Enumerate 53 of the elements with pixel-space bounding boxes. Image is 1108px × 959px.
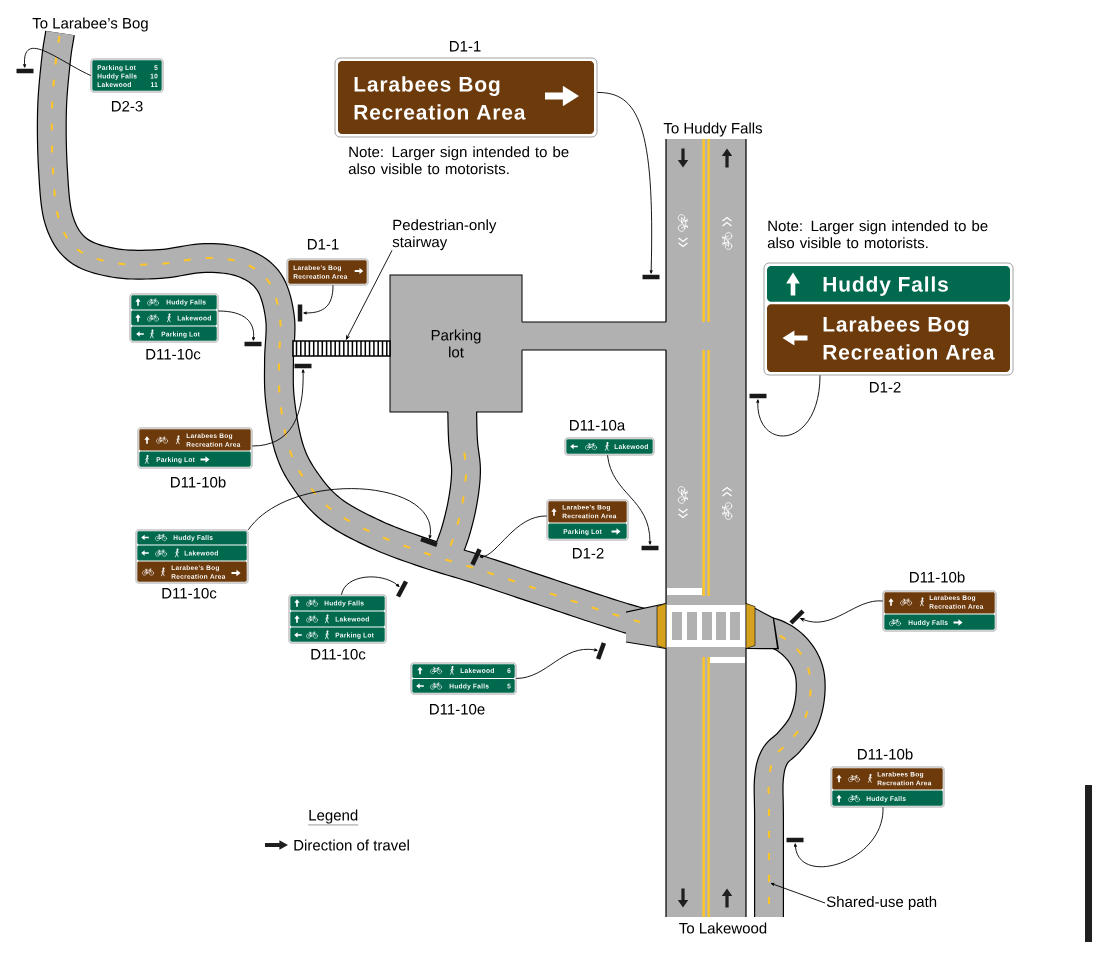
sign-post	[396, 580, 408, 598]
stairway	[292, 340, 391, 357]
sign-code: D1-2	[572, 547, 604, 559]
leader-line	[596, 92, 653, 274]
sign-panel: Larabees Bog Recreation Area	[767, 304, 1010, 372]
destination-label: To Larabee’s Bog	[32, 17, 148, 32]
sign-post	[641, 545, 659, 551]
leader-line	[251, 369, 305, 447]
sign-post	[749, 393, 767, 399]
leader-line	[515, 648, 598, 679]
leader-line	[770, 882, 826, 904]
sign-code: D11-10b	[171, 476, 226, 488]
sign-code: D2-3	[111, 100, 143, 112]
sign-post	[596, 642, 607, 660]
sign-code: D11-10a	[570, 419, 626, 431]
destination-label: To Lakewood	[679, 922, 767, 934]
sign-code: D11-10c	[146, 348, 201, 360]
sign-code: D11-10c	[311, 648, 366, 660]
sign-post	[244, 341, 262, 347]
leader-line	[345, 249, 393, 340]
sign-post	[16, 68, 34, 74]
leader-line	[800, 600, 884, 623]
leader-line	[479, 515, 548, 559]
sign-post	[294, 363, 312, 369]
sign-code: D11-10c	[162, 587, 217, 599]
leader-line	[247, 488, 432, 539]
callout-label: Shared-use path	[826, 896, 937, 910]
leader-line	[217, 310, 256, 341]
leader-line	[23, 47, 92, 76]
sign-post	[789, 609, 805, 625]
leader-line	[303, 284, 334, 315]
sign-code: D11-10e	[430, 703, 485, 715]
legend-title: Legend	[308, 809, 359, 826]
note: Note: Larger sign intended to be also visible to motorists.	[767, 220, 988, 249]
leader-line	[756, 374, 821, 437]
sign-panel: Huddy Falls	[767, 266, 1010, 302]
sign-code: D11-10b	[910, 571, 965, 583]
sign-code: D1-1	[449, 41, 481, 52]
note: Note: Larger sign intended to be also visible to motorists.	[348, 146, 569, 175]
sign-code: D1-1	[307, 239, 339, 250]
leader-line	[793, 806, 884, 868]
destination-label: To Huddy Falls	[663, 122, 763, 137]
sign-panel: Larabees Bog Recreation Area	[338, 61, 594, 134]
sign-post	[297, 304, 303, 322]
sign-post	[642, 274, 660, 280]
sign-code: D1-2	[870, 381, 901, 393]
leader-line	[341, 576, 400, 596]
leader-line	[607, 454, 652, 545]
legend-label: Direction of travel	[294, 839, 409, 851]
callout-label: Pedestrian-only stairway	[392, 219, 497, 251]
sign-code: D11-10b	[858, 748, 913, 760]
sign-post	[786, 837, 804, 843]
parking-lot: Parking lot	[389, 274, 523, 413]
